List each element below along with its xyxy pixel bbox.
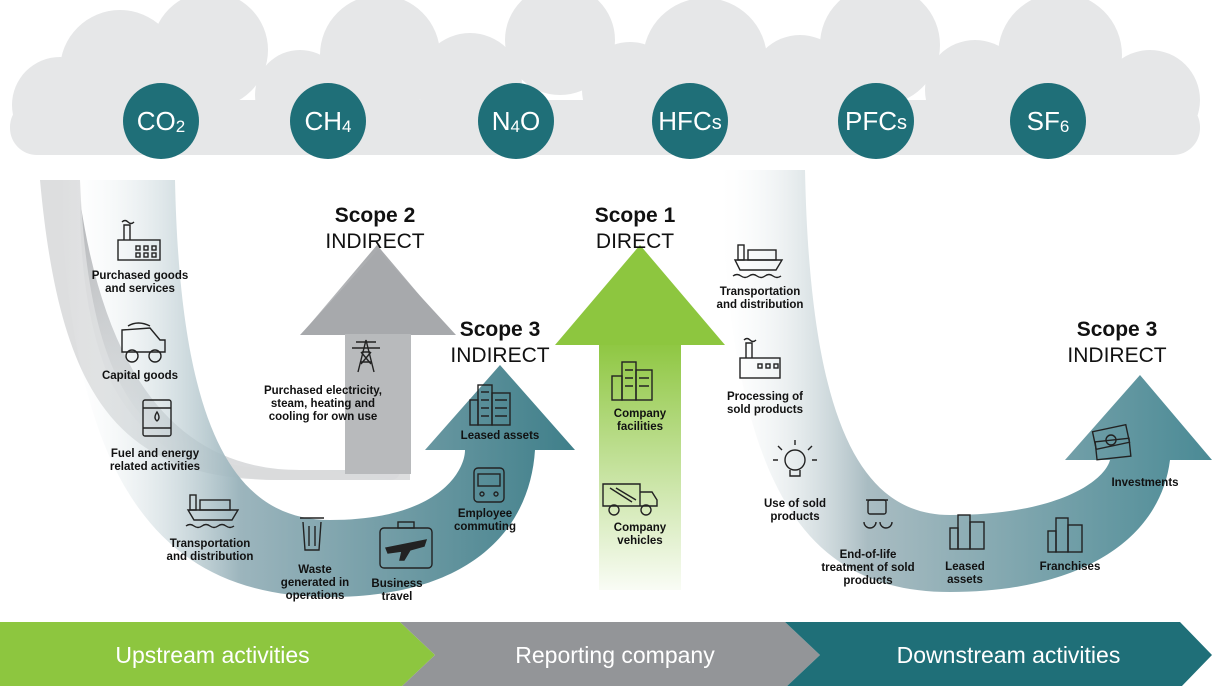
bus-icon xyxy=(473,467,505,503)
label-company-facilities: Company facilities xyxy=(613,408,667,433)
garbage-truck-icon xyxy=(602,483,658,516)
band-upstream: Upstream activities xyxy=(115,641,310,668)
company-building-icon xyxy=(611,361,653,401)
label-upstream-transportation: Transportation and distribution xyxy=(166,538,254,563)
scope2-label: Scope 2 INDIRECT xyxy=(310,203,440,255)
downstream-scope3-arrow xyxy=(720,170,1212,592)
dump-truck-icon xyxy=(121,322,166,363)
scope3-downstream-title: Scope 3 xyxy=(1076,318,1158,341)
scope1-type: DIRECT xyxy=(595,230,675,253)
label-use-of-sold-products: Use of sold products xyxy=(764,498,826,523)
office-building-icon-2 xyxy=(949,514,985,550)
scope3-upstream-label: Scope 3 INDIRECT xyxy=(435,317,565,369)
cargo-ship-icon-2 xyxy=(732,244,784,279)
label-leased-assets: Leased assets xyxy=(460,430,540,442)
label-investments: Investments xyxy=(1111,477,1179,489)
airplane-suitcase-icon xyxy=(379,521,433,569)
band-reporting: Reporting company xyxy=(515,641,715,668)
recycle-bin-icon xyxy=(863,499,893,529)
band-downstream: Downstream activities xyxy=(896,641,1121,668)
label-capital-goods: Capital goods xyxy=(101,370,179,382)
label-fuel-energy: Fuel and energy related activities xyxy=(109,448,201,473)
factory-icon-2 xyxy=(739,337,781,379)
label-downstream-leased-assets: Leased assets xyxy=(945,561,985,586)
label-employee-commuting: Employee commuting xyxy=(454,508,516,533)
scope3-upstream-type: INDIRECT xyxy=(450,344,550,367)
label-business-travel: Business travel xyxy=(371,578,423,603)
band-downstream-shape xyxy=(785,622,1212,686)
label-downstream-transportation: Transportation and distribution xyxy=(716,286,804,311)
office-building-icon-3 xyxy=(1047,517,1083,553)
label-company-vehicles: Company vehicles xyxy=(613,522,667,547)
scope3-upstream-title: Scope 3 xyxy=(459,318,541,341)
fuel-barrel-icon xyxy=(142,399,172,437)
lightbulb-icon xyxy=(773,440,817,477)
upstream-scope3-arrow xyxy=(60,180,575,597)
scope3-downstream-type: INDIRECT xyxy=(1067,344,1167,367)
band-upstream-shape xyxy=(0,622,435,686)
money-stack-icon xyxy=(1091,423,1132,461)
label-purchased-goods: Purchased goods and services xyxy=(91,270,189,295)
scope2-type: INDIRECT xyxy=(325,230,425,253)
label-end-of-life: End-of-life treatment of sold products xyxy=(821,549,915,587)
label-processing: Processing of sold products xyxy=(726,391,804,416)
scope3-downstream-label: Scope 3 INDIRECT xyxy=(1052,317,1182,369)
scope1-label: Scope 1 DIRECT xyxy=(570,203,700,255)
scope1-title: Scope 1 xyxy=(594,204,676,227)
label-franchises: Franchises xyxy=(1039,561,1101,573)
scope2-arrow-head xyxy=(300,250,456,335)
trash-bin-icon xyxy=(300,517,324,551)
scope1-arrow-head xyxy=(555,245,725,345)
band-reporting-shape xyxy=(400,622,820,686)
power-pylon-icon xyxy=(352,339,380,373)
label-purchased-electricity: Purchased electricity, steam, heating an… xyxy=(263,385,383,423)
cargo-ship-icon xyxy=(185,494,240,529)
scope2-title: Scope 2 xyxy=(334,204,416,227)
factory-icon xyxy=(117,219,161,261)
office-building-icon xyxy=(469,384,511,426)
label-waste: Waste generated in operations xyxy=(280,564,350,602)
